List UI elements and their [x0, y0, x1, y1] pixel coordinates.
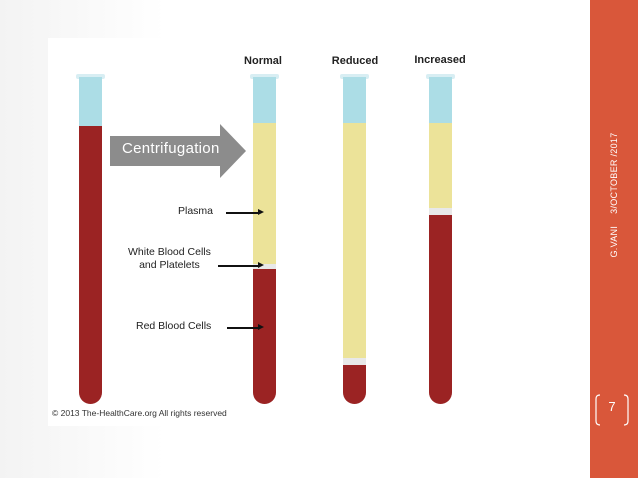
buffy-coat-segment	[253, 264, 276, 269]
pointer-rbc	[227, 324, 264, 330]
annotation-wbc-line1: White Blood Cells	[128, 246, 211, 258]
annotation-wbc-line2: and Platelets	[139, 259, 200, 271]
tube-rim-increased	[426, 74, 455, 79]
red-cells-segment	[343, 365, 366, 404]
tube-cap-segment	[343, 77, 366, 123]
tube-cap-segment	[253, 77, 276, 123]
label-increased: Increased	[414, 54, 466, 66]
buffy-coat-segment	[343, 358, 366, 365]
red-cells-segment	[429, 215, 452, 404]
sidebar-footer-text: G.VANI 3/OCTOBER /2017	[609, 132, 619, 257]
tube-reduced	[343, 77, 366, 404]
plasma-segment	[253, 123, 276, 264]
tube-cap-segment	[429, 77, 452, 123]
sidebar-date: 3/OCTOBER /2017	[609, 132, 619, 214]
tube-rim-unspun	[76, 74, 105, 79]
plasma-segment	[429, 123, 452, 208]
pointer-plasma	[226, 209, 264, 215]
tube-rim-reduced	[340, 74, 369, 79]
copyright-notice: © 2013 The-HealthCare.org All rights res…	[52, 408, 227, 418]
tube-cap-segment	[79, 77, 102, 126]
centrifugation-arrow-icon	[110, 124, 246, 178]
tube-increased	[429, 77, 452, 404]
pointer-wbc	[218, 262, 264, 268]
buffy-coat-segment	[429, 208, 452, 215]
red-cells-segment	[79, 126, 102, 404]
sidebar-author: G.VANI	[609, 225, 619, 258]
red-cells-segment	[253, 269, 276, 404]
annotation-wbc: White Blood Cells and Platelets	[128, 246, 211, 272]
tube-rim-normal	[250, 74, 279, 79]
plasma-segment	[343, 123, 366, 358]
page-number-bracket-icon	[595, 394, 629, 426]
annotation-plasma: Plasma	[178, 205, 214, 217]
centrifugation-label: Centrifugation	[122, 140, 220, 157]
annotation-rbc: Red Blood Cells	[136, 320, 212, 332]
label-normal: Normal	[244, 55, 282, 67]
page-number: 7	[608, 399, 616, 414]
label-reduced: Reduced	[331, 55, 379, 67]
slide-sidebar	[590, 0, 638, 478]
tube-normal	[253, 77, 276, 404]
tube-unspun	[79, 77, 102, 404]
